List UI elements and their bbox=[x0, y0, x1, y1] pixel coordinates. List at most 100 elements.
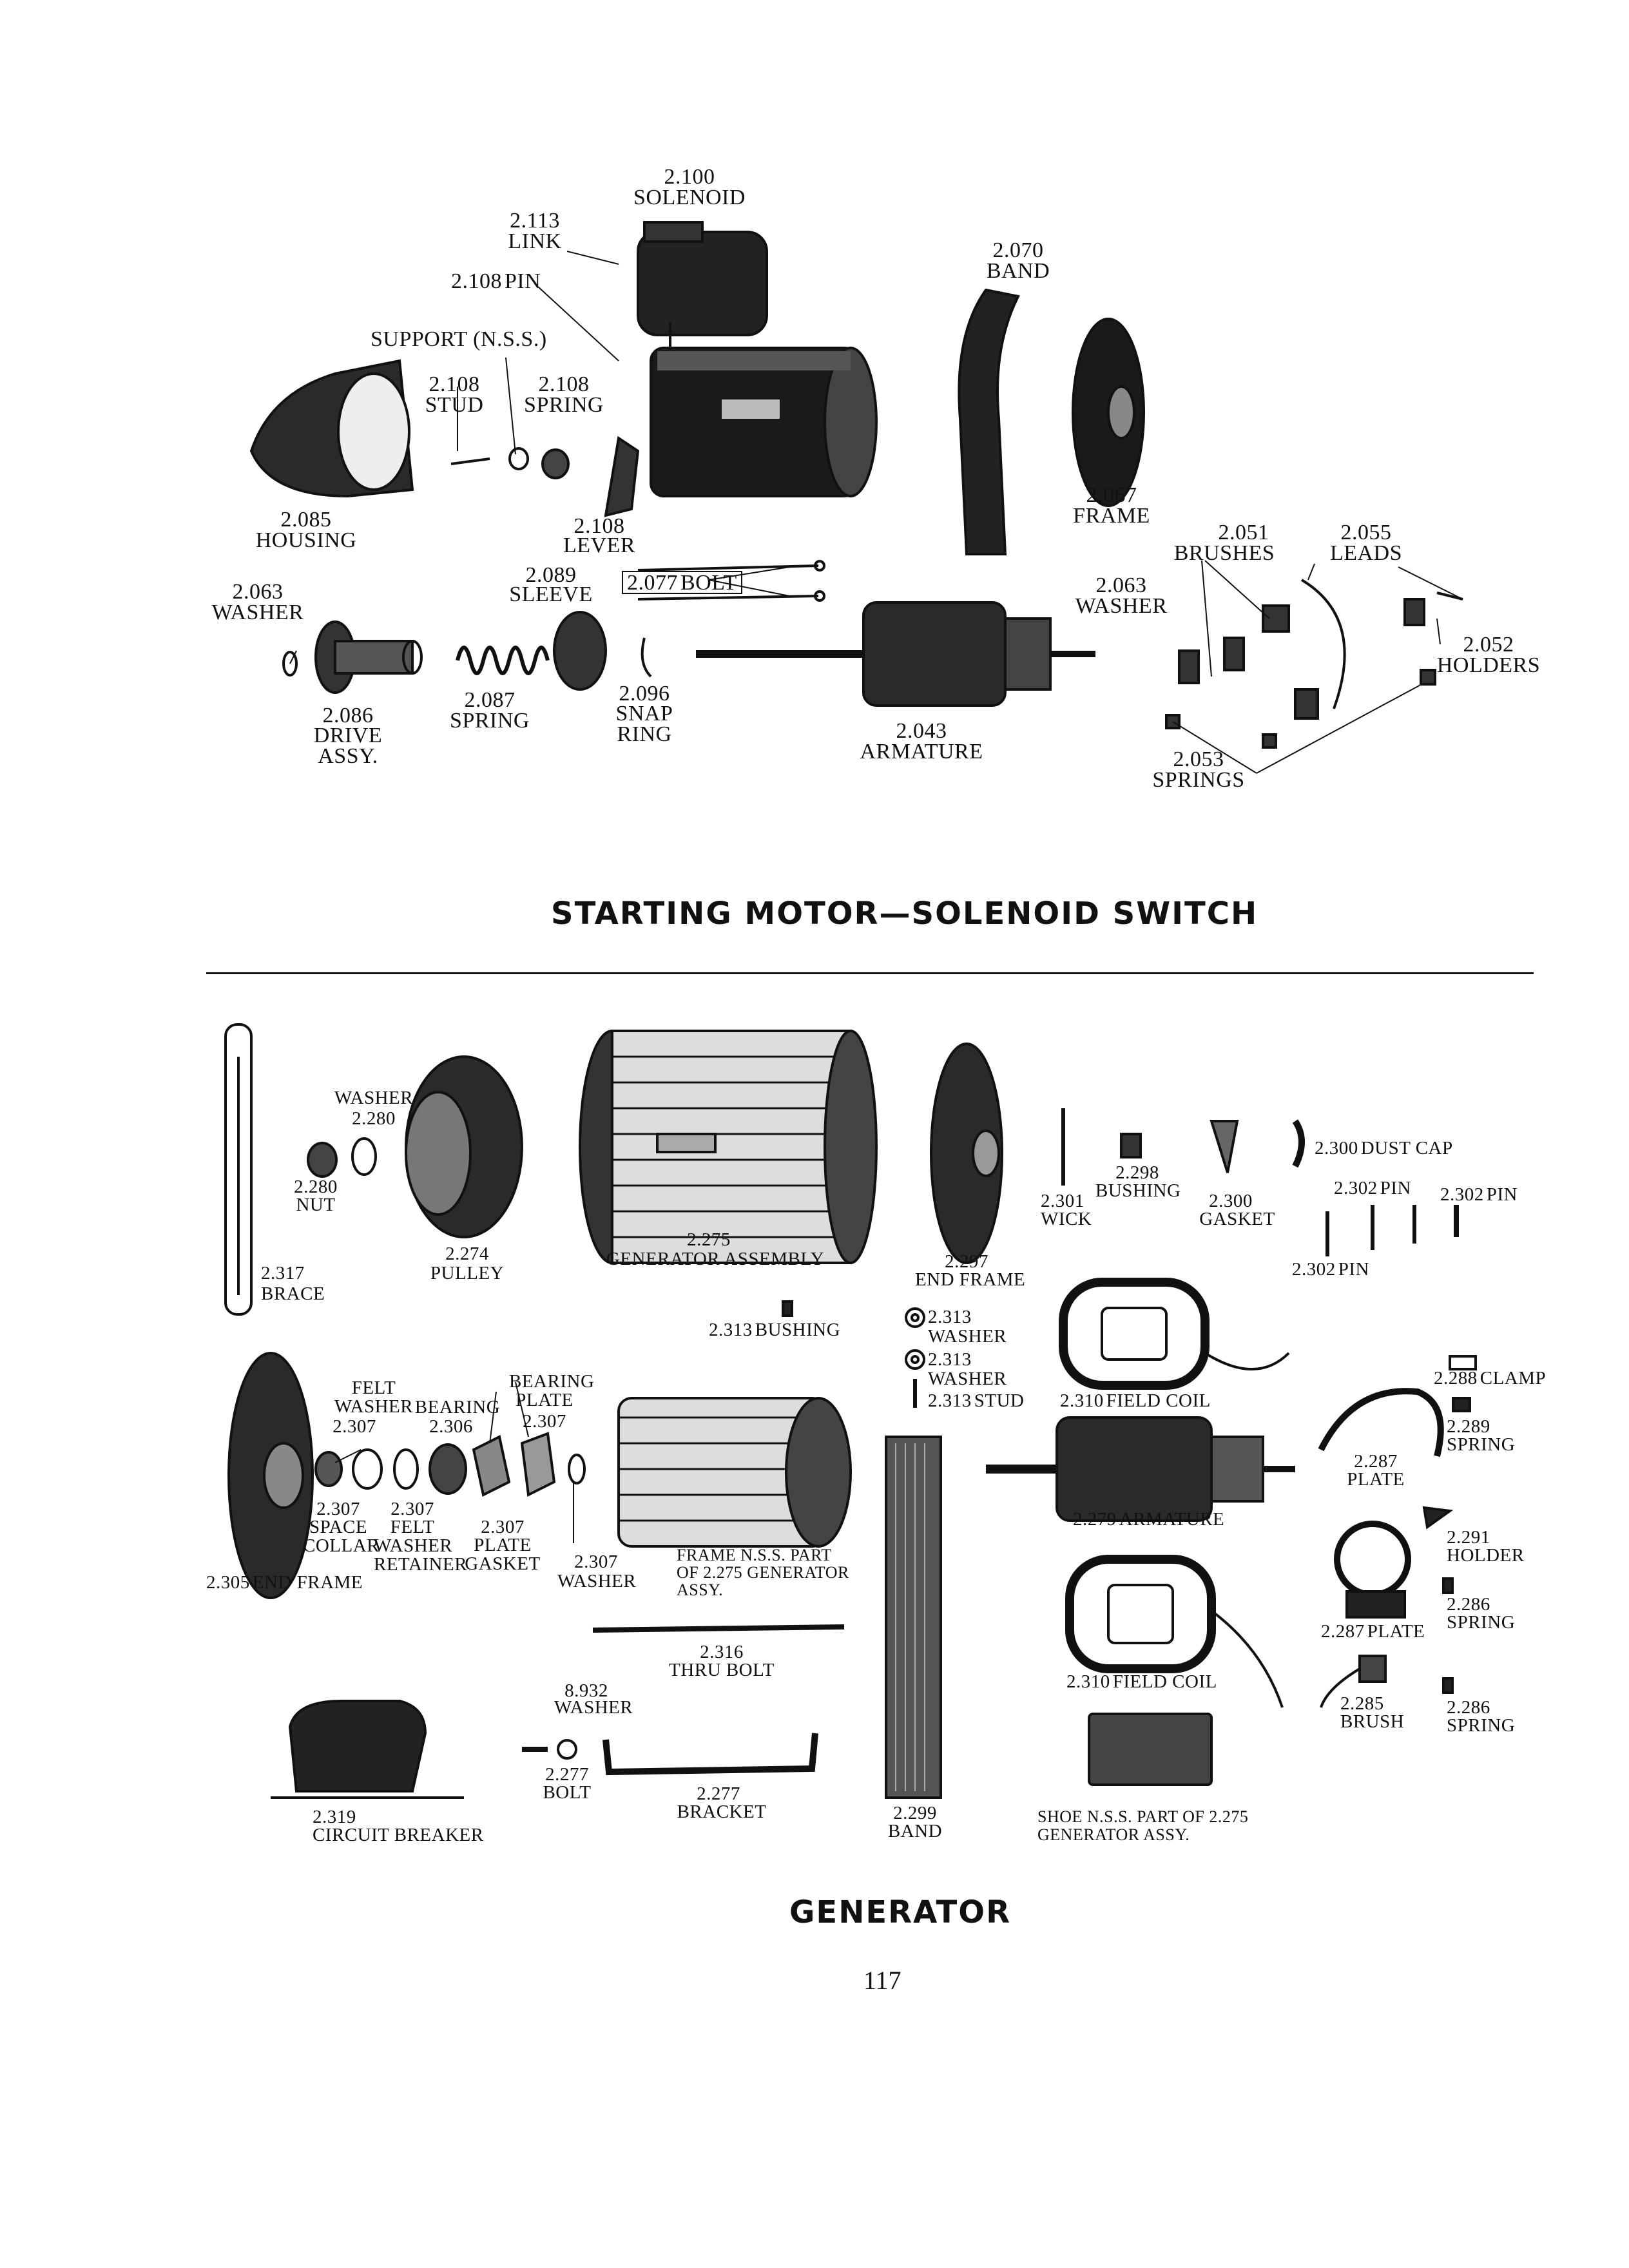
part-name: BRACKET bbox=[677, 1802, 767, 1822]
label-bushing-2313: 2.313 BUSHING bbox=[709, 1321, 840, 1340]
part-name: PLATE bbox=[1367, 1621, 1425, 1642]
part-name: ARMATURE bbox=[860, 740, 983, 764]
bracket-part bbox=[602, 1733, 818, 1776]
part-name: PLATE bbox=[1347, 1469, 1405, 1490]
generator-assembly-part bbox=[579, 1030, 878, 1264]
spring-coil-part bbox=[456, 646, 550, 675]
part-name: SPRING bbox=[450, 709, 530, 733]
part-number: 2.317 bbox=[261, 1263, 305, 1283]
part-number: 2.299 bbox=[893, 1803, 937, 1823]
label-frame-nss: FRAME N.S.S. PART OF 2.275 GENERATOR ASS… bbox=[677, 1546, 849, 1599]
label-end-frame-2305: 2.305 END FRAME bbox=[206, 1573, 363, 1592]
part-number: 2.300 bbox=[1315, 1138, 1358, 1158]
part-number: 2.052 bbox=[1463, 633, 1514, 657]
part-name: LEVER bbox=[563, 533, 636, 557]
part-number: 2.113 bbox=[510, 209, 560, 233]
part-number: 2.307 bbox=[333, 1416, 376, 1437]
label-armature-bottom: 2.279 ARMATURE bbox=[1073, 1510, 1224, 1529]
solenoid-part bbox=[637, 221, 768, 361]
part-number: 2.287 bbox=[1354, 1451, 1398, 1472]
part-name: SOLENOID bbox=[633, 186, 746, 209]
part-name: WASHER bbox=[928, 1326, 1007, 1347]
label-pin-b: 2.302 PIN bbox=[1440, 1186, 1518, 1204]
part-name: BRUSH bbox=[1340, 1711, 1405, 1732]
label-pin-a: 2.302 PIN bbox=[1334, 1179, 1411, 1198]
part-name: BRUSHES bbox=[1173, 541, 1275, 565]
part-number: 2.316 bbox=[700, 1642, 744, 1662]
part-name: SPRING bbox=[1447, 1715, 1516, 1736]
part-number: 2.063 bbox=[1095, 573, 1147, 597]
part-name: SPRING bbox=[524, 393, 604, 417]
part-number: 2.313 bbox=[928, 1307, 972, 1327]
figure-title-starting-motor: STARTING MOTOR—SOLENOID SWITCH bbox=[551, 896, 1258, 932]
brush-holder-parts bbox=[1165, 579, 1463, 749]
label-field-coil-a: 2.310 FIELD COIL bbox=[1060, 1392, 1211, 1410]
part-number: 2.286 bbox=[1447, 1594, 1490, 1615]
part-name: LINK bbox=[508, 229, 562, 253]
part-name: WASHER bbox=[1075, 594, 1168, 618]
part-number: 2.302 bbox=[1440, 1184, 1484, 1205]
part-number: 2.070 bbox=[992, 238, 1044, 262]
part-number: 2.085 bbox=[280, 508, 332, 532]
label-shoe-nss: SHOE N.S.S. PART OF 2.275 GENERATOR ASSY… bbox=[1037, 1807, 1249, 1844]
part-number: 2.302 bbox=[1292, 1259, 1336, 1280]
part-number: 2.077 bbox=[627, 571, 678, 595]
part-name: BEARING PLATE bbox=[509, 1371, 595, 1410]
part-number: 2.277 bbox=[545, 1764, 589, 1785]
part-number: 2.298 bbox=[1115, 1162, 1159, 1183]
part-name: BUSHING bbox=[755, 1320, 841, 1340]
part-name: THRU BOLT bbox=[669, 1660, 775, 1680]
frame-nss-part bbox=[617, 1397, 852, 1548]
part-name: STUD bbox=[425, 393, 484, 417]
shoe-part bbox=[1088, 1713, 1213, 1786]
part-number: 2.067 bbox=[1086, 483, 1137, 507]
part-number: 2.285 bbox=[1340, 1693, 1384, 1714]
part-number: 2.053 bbox=[1173, 747, 1224, 771]
generator-armature-part bbox=[986, 1416, 1295, 1522]
label-plate-2287-b: 2.287 PLATE bbox=[1321, 1622, 1425, 1641]
pulley-part bbox=[405, 1055, 523, 1238]
part-name: FRAME bbox=[1073, 504, 1150, 528]
generator-end-frame-part bbox=[930, 1043, 1003, 1264]
part-name: BAND bbox=[887, 1821, 943, 1841]
part-name: WASHER bbox=[334, 1088, 414, 1108]
part-number: 2.306 bbox=[429, 1416, 473, 1437]
part-name: SLEEVE bbox=[509, 582, 593, 606]
part-number: 2.275 bbox=[687, 1229, 731, 1250]
label-bolt: 2.077 BOLT bbox=[622, 571, 742, 594]
part-name: GASKET bbox=[1199, 1209, 1275, 1229]
part-number: 2.307 bbox=[574, 1552, 618, 1572]
part-name: LEADS bbox=[1329, 541, 1403, 565]
label-clamp: 2.288 CLAMP bbox=[1434, 1369, 1546, 1388]
part-number: 2.289 bbox=[1447, 1416, 1490, 1437]
part-number: 2.051 bbox=[1218, 521, 1269, 544]
part-name: PULLEY bbox=[430, 1263, 505, 1283]
sleeve-part bbox=[553, 611, 607, 691]
part-name: SPRING bbox=[1447, 1612, 1516, 1633]
part-name: SPRING bbox=[1447, 1434, 1516, 1455]
part-number: 2.096 bbox=[619, 682, 670, 706]
part-number: 2.089 bbox=[525, 563, 577, 587]
part-number: 2.108 bbox=[574, 514, 625, 538]
part-number: 2.063 bbox=[232, 580, 284, 604]
band-2299-part bbox=[885, 1436, 942, 1799]
part-number: 2.310 bbox=[1060, 1390, 1104, 1411]
part-name: BRACE bbox=[261, 1283, 325, 1304]
part-number: 2.087 bbox=[464, 688, 516, 712]
part-name: BAND bbox=[986, 259, 1050, 283]
part-number: 2.307 bbox=[390, 1499, 434, 1519]
part-number: 2.043 bbox=[896, 719, 947, 743]
starter-armature-part bbox=[696, 601, 1095, 707]
lever-part bbox=[604, 436, 640, 517]
part-name: FIELD COIL bbox=[1106, 1390, 1211, 1411]
part-name: HOUSING bbox=[255, 528, 357, 552]
part-number: 2.307 bbox=[523, 1411, 566, 1432]
part-name: DUST CAP bbox=[1360, 1138, 1453, 1158]
part-number: 2.313 bbox=[709, 1320, 753, 1340]
part-name: FELT WASHER RETAINER bbox=[374, 1517, 468, 1575]
part-name: BOLT bbox=[680, 571, 737, 595]
part-number: 2.055 bbox=[1340, 521, 1392, 544]
band-part bbox=[958, 288, 1020, 555]
part-name: WASHER bbox=[928, 1369, 1007, 1389]
part-name: WASHER bbox=[554, 1697, 633, 1718]
